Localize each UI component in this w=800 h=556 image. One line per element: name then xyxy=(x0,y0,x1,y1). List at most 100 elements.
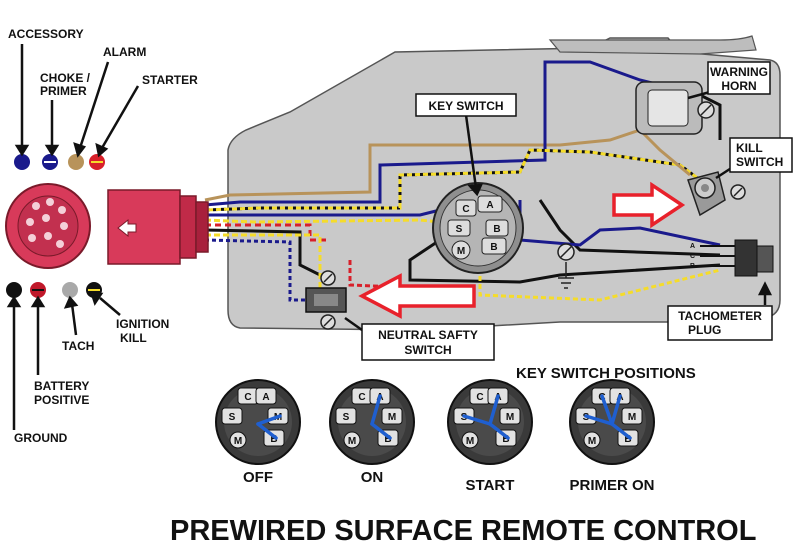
key-switch-position-4: CASMBMPRIMER ON xyxy=(569,379,655,494)
terminal-letter: C xyxy=(244,392,251,403)
key-switch-positions: CASMBMOFFCASMBMONCASMBMSTARTCASMBMPRIMER… xyxy=(215,379,655,494)
terminal-letter: M xyxy=(234,436,242,447)
connection-line xyxy=(584,414,614,426)
battery-positive-label-line2: POSITIVE xyxy=(34,393,89,407)
neutral-safety-label-line1: NEUTRAL SAFTY xyxy=(378,328,478,342)
warning-horn xyxy=(635,81,715,135)
terminal-letter: C xyxy=(476,392,483,403)
key-switch-position-1: CASMBMOFF xyxy=(215,379,301,486)
terminal-box xyxy=(221,407,243,425)
accessory-label: ACCESSORY xyxy=(8,27,84,41)
tach-wire-c: C xyxy=(690,253,695,260)
housing-top-flap xyxy=(548,35,757,55)
tach-wire-a: A xyxy=(690,243,695,250)
connection-line xyxy=(600,394,614,426)
terminal-m-circle xyxy=(229,431,247,449)
terminal-m-circle xyxy=(343,431,361,449)
neutral-safety-label-box xyxy=(361,323,495,361)
terminal-letter: M xyxy=(348,436,356,447)
key-switch-position-label: OFF xyxy=(243,469,273,486)
terminal-letter: M xyxy=(588,436,596,447)
ground-screw xyxy=(557,243,575,289)
kill-switch-red-arrow xyxy=(612,181,686,229)
red-callout-arrows xyxy=(358,181,686,319)
key-switch-terminal-a: A xyxy=(486,200,493,211)
key-switch-position-label: START xyxy=(466,477,515,494)
key-switch-positions-heading: KEY SWITCH POSITIONS xyxy=(516,365,696,382)
kill-switch-label-line1: KILL xyxy=(736,141,763,155)
key-switch-position-3: CASMBMSTART xyxy=(447,379,533,494)
tach-label: TACH xyxy=(62,339,94,353)
terminal-box xyxy=(621,407,643,425)
tach-wire-b: B xyxy=(690,263,695,270)
connection-line xyxy=(610,394,622,426)
connection-line xyxy=(488,422,510,440)
terminal-box xyxy=(255,387,277,405)
key-switch-terminal-c: C xyxy=(462,204,469,215)
tachometer-plug-label-line2: PLUG xyxy=(688,323,721,337)
terminal-box xyxy=(499,407,521,425)
pin-color-legend xyxy=(6,154,105,298)
kill-switch xyxy=(687,171,746,217)
terminal-letter: B xyxy=(624,434,631,445)
terminal-m-circle xyxy=(583,431,601,449)
key-switch-terminal-b2: B xyxy=(490,242,497,253)
connection-line xyxy=(370,394,382,426)
key-switch-position-label: PRIMER ON xyxy=(569,477,654,494)
key-switch-label: KEY SWITCH xyxy=(428,99,503,113)
terminal-letter: B xyxy=(270,434,277,445)
terminal-letter: S xyxy=(229,412,236,423)
key-switch: A C S M B B xyxy=(432,182,524,274)
ground-label: GROUND xyxy=(14,431,68,445)
terminal-letter: A xyxy=(262,392,269,403)
neutral-switch-red-arrow xyxy=(358,273,476,319)
key-switch-terminal-s: S xyxy=(456,224,463,235)
terminal-box xyxy=(335,407,357,425)
terminal-letter: M xyxy=(466,436,474,447)
terminal-letter: M xyxy=(388,412,396,423)
key-switch-terminal-m: M xyxy=(457,246,465,257)
tachometer-plug: A C B xyxy=(690,239,774,277)
neutral-safety-label-line2: SWITCH xyxy=(404,343,451,357)
label-pointers xyxy=(6,44,773,430)
key-switch-position-2: CASMBMON xyxy=(329,379,415,486)
tach-dot xyxy=(62,282,78,298)
tachometer-plug-label-line1: TACHOMETER xyxy=(678,309,762,323)
ignition-kill-label-line2: KILL xyxy=(120,331,147,345)
key-switch-position-label: ON xyxy=(361,469,384,486)
kill-switch-label-box xyxy=(729,137,793,173)
choke-primer-label-line2: PRIMER xyxy=(40,84,87,98)
warning-horn-label-line2: HORN xyxy=(721,79,756,93)
terminal-letter: M xyxy=(506,412,514,423)
connector-face xyxy=(5,183,91,269)
connection-line xyxy=(256,422,278,440)
alarm-label: ALARM xyxy=(103,45,146,59)
warning-horn-label-box xyxy=(707,61,771,95)
page-title: PREWIRED SURFACE REMOTE CONTROL xyxy=(170,515,756,547)
connection-line xyxy=(370,422,392,440)
connection-line xyxy=(610,422,632,440)
warning-horn-label-line1: WARNING xyxy=(710,65,768,79)
alarm-dot xyxy=(68,154,84,170)
ignition-kill-label-line1: IGNITION xyxy=(116,317,169,331)
key-switch-label-box xyxy=(415,93,517,117)
neutral-safety-switch xyxy=(305,270,347,330)
terminal-m-circle xyxy=(461,431,479,449)
starter-label: STARTER xyxy=(142,73,198,87)
key-switch-terminal-b: B xyxy=(493,224,500,235)
terminal-box xyxy=(381,407,403,425)
tachometer-plug-label-box xyxy=(667,305,773,341)
terminal-letter: B xyxy=(384,434,391,445)
connection-line xyxy=(488,394,500,426)
terminal-letter: B xyxy=(502,434,509,445)
connection-line xyxy=(256,414,282,426)
accessory-dot xyxy=(14,154,30,170)
terminal-letter: C xyxy=(358,392,365,403)
kill-switch-label-line2: SWITCH xyxy=(736,155,783,169)
terminal-letter: S xyxy=(343,412,350,423)
choke-primer-label-line1: CHOKE / xyxy=(40,71,91,85)
battery-positive-label-line1: BATTERY xyxy=(34,379,89,393)
remote-plug-connector xyxy=(107,189,209,265)
